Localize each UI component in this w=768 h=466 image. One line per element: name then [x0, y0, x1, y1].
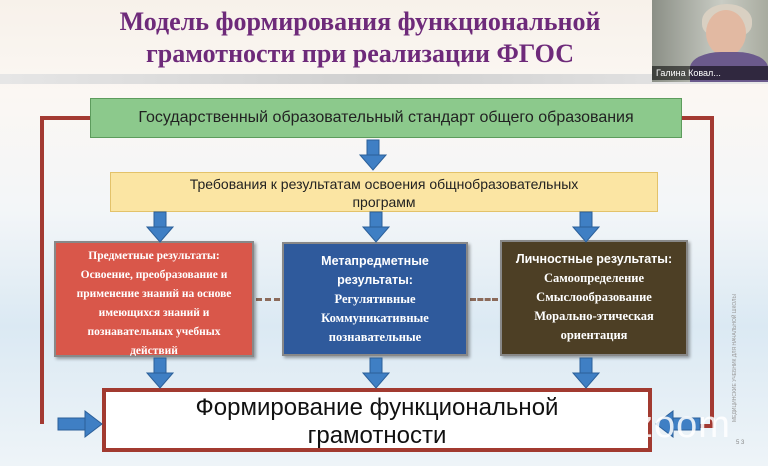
arrow-down-icon	[362, 357, 390, 389]
right-frame-vertical-line	[710, 116, 714, 428]
functional-literacy-line-2: грамотности	[307, 422, 447, 449]
personal-results-box: Личностные результаты: Самоопределение С…	[500, 240, 688, 356]
slide-title-line-1: Модель формирования функциональной	[119, 7, 601, 36]
requirements-box: Требования к результатам освоения общноб…	[110, 172, 658, 212]
side-caption: МЕДИЦИНСКИЕ УЧЕБНИК ДЛЯ НАЧАЛЬНОЙ ШКОЛЫ	[732, 294, 738, 422]
title-separator-band	[0, 74, 768, 84]
dashed-connector-left	[256, 298, 280, 301]
personal-results-line: Морально-этическая	[534, 309, 654, 323]
standard-box: Государственный образовательный стандарт…	[90, 98, 682, 138]
page-number: 5 3	[736, 440, 745, 446]
left-frame-vertical-line	[40, 116, 44, 424]
functional-literacy-box: Формирование функциональной грамотности	[102, 388, 652, 452]
dashed-connector-right	[470, 298, 498, 301]
subject-results-heading: Предметные результаты:	[88, 250, 220, 262]
slide-title-line-2: грамотности при реализации ФГОС	[146, 39, 574, 68]
zoom-watermark: zoom	[634, 404, 731, 446]
personal-results-line: ориентация	[560, 328, 628, 342]
subject-results-line: имеющихся знаний и	[98, 307, 210, 319]
meta-results-line: Коммуникативные	[321, 311, 429, 325]
functional-literacy-line-1: Формирование функциональной	[195, 394, 559, 421]
subject-results-box: Предметные результаты: Освоение, преобра…	[54, 241, 254, 357]
arrow-down-icon	[362, 211, 390, 243]
subject-results-line: Освоение, преобразование и	[80, 269, 228, 281]
requirements-line-2: программ	[352, 194, 416, 210]
requirements-line-1: Требования к результатам освоения общноб…	[189, 176, 579, 192]
subject-results-line: применение знаний на основе	[76, 288, 232, 300]
meta-results-heading: результаты:	[337, 273, 413, 287]
arrow-down-icon	[146, 357, 174, 389]
participant-name-label: Галина Ковал...	[652, 66, 768, 80]
arrow-down-icon	[572, 211, 600, 243]
meta-results-line: Регулятивные	[334, 292, 416, 306]
participant-face	[706, 10, 746, 56]
left-frame-top-line	[40, 116, 92, 120]
subject-results-line: познавательных учебных	[87, 326, 221, 338]
meta-results-line: познавательные	[328, 330, 422, 344]
subject-results-line: действий	[130, 345, 178, 357]
participant-video-tile[interactable]: Галина Ковал...	[652, 0, 768, 82]
meta-results-box: Метапредметные результаты: Регулятивные …	[282, 242, 468, 356]
personal-results-heading: Личностные результаты:	[515, 252, 673, 266]
right-frame-bottom-line	[690, 424, 714, 428]
personal-results-line: Самоопределение	[543, 271, 645, 285]
arrow-right-icon	[57, 410, 103, 438]
right-frame-top-line	[680, 116, 714, 120]
slide-title: Модель формирования функциональной грамо…	[60, 6, 660, 70]
arrow-down-icon	[572, 357, 600, 389]
personal-results-line: Смыслообразование	[536, 290, 652, 304]
meta-results-heading: Метапредметные	[321, 254, 429, 268]
arrow-down-icon	[359, 139, 387, 171]
arrow-down-icon	[146, 211, 174, 243]
